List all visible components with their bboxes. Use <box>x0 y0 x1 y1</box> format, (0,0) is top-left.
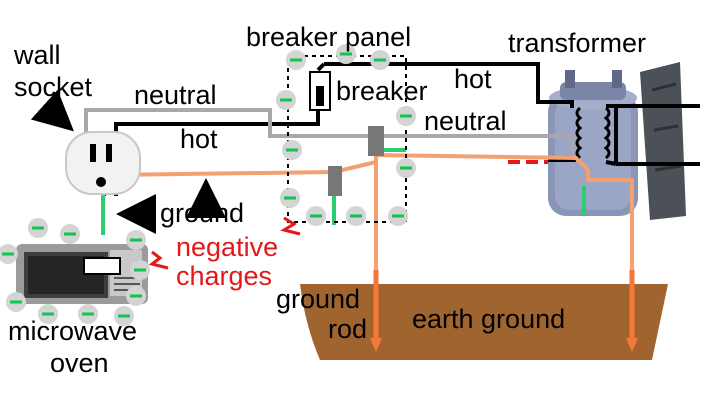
transformer-secondary-coil <box>575 106 583 160</box>
negative-charges <box>0 44 416 326</box>
negative-charge-icon <box>6 292 26 312</box>
ground-bus-bar <box>328 166 342 196</box>
label-charges: charges <box>176 261 272 291</box>
label-wall: wall <box>13 40 61 70</box>
microwave-oven <box>16 244 148 304</box>
negative-charge-icon <box>0 244 18 264</box>
label-hot-left: hot <box>180 124 218 154</box>
negative-charge-icon <box>276 90 296 110</box>
wall-socket-pointer-arrow-icon <box>30 89 74 132</box>
negative-charge-icon <box>388 206 408 226</box>
label-oven: oven <box>50 348 109 378</box>
negative-charge-icon <box>114 306 134 326</box>
negative-charge-icon <box>306 206 326 226</box>
negative-charge-icon <box>126 286 146 306</box>
transformer <box>548 70 638 216</box>
label-ground: ground <box>160 198 244 228</box>
spark-icon <box>148 250 169 270</box>
utility-pole <box>640 62 686 220</box>
label-ground-rod-2: rod <box>328 314 367 344</box>
negative-charge-icon <box>336 44 356 64</box>
label-socket: socket <box>14 72 93 102</box>
label-earth-ground: earth ground <box>412 304 565 334</box>
ground-rod-right <box>626 270 638 352</box>
spark-icon <box>280 216 301 236</box>
label-microwave: microwave <box>8 316 137 346</box>
negative-charge-icon <box>78 304 98 324</box>
negative-charge-icon <box>396 158 416 178</box>
label-breaker-panel: breaker panel <box>246 22 411 52</box>
negative-charge-icon <box>286 50 306 70</box>
negative-charge-icon <box>396 106 416 126</box>
label-ground-rod-1: ground <box>276 284 360 314</box>
label-neutral-right: neutral <box>424 106 507 136</box>
label-transformer: transformer <box>508 28 646 58</box>
label-hot-top: hot <box>454 64 492 94</box>
label-breaker: breaker <box>336 76 428 106</box>
breaker-switch <box>309 71 331 111</box>
negative-charge-icon <box>60 224 80 244</box>
negative-charge-icon <box>130 260 150 280</box>
negative-charge-icon <box>282 140 302 160</box>
label-neutral-top: neutral <box>134 80 217 110</box>
negative-charge-icon <box>28 218 48 238</box>
wall-socket <box>65 131 141 195</box>
ground-rod-left <box>370 270 382 352</box>
green-bond-wires <box>101 148 586 235</box>
negative-charge-icon <box>280 188 300 208</box>
negative-charge-icon <box>346 206 366 226</box>
negative-charge-icon <box>126 230 146 250</box>
negative-charge-icon <box>370 50 390 70</box>
transformer-primary-coil <box>603 106 611 160</box>
negative-charge-icon <box>38 304 58 324</box>
neutral-bus-bar <box>368 126 384 156</box>
hot-wire <box>102 62 576 196</box>
earth-ground-area <box>300 284 668 360</box>
label-negative: negative <box>176 232 278 262</box>
